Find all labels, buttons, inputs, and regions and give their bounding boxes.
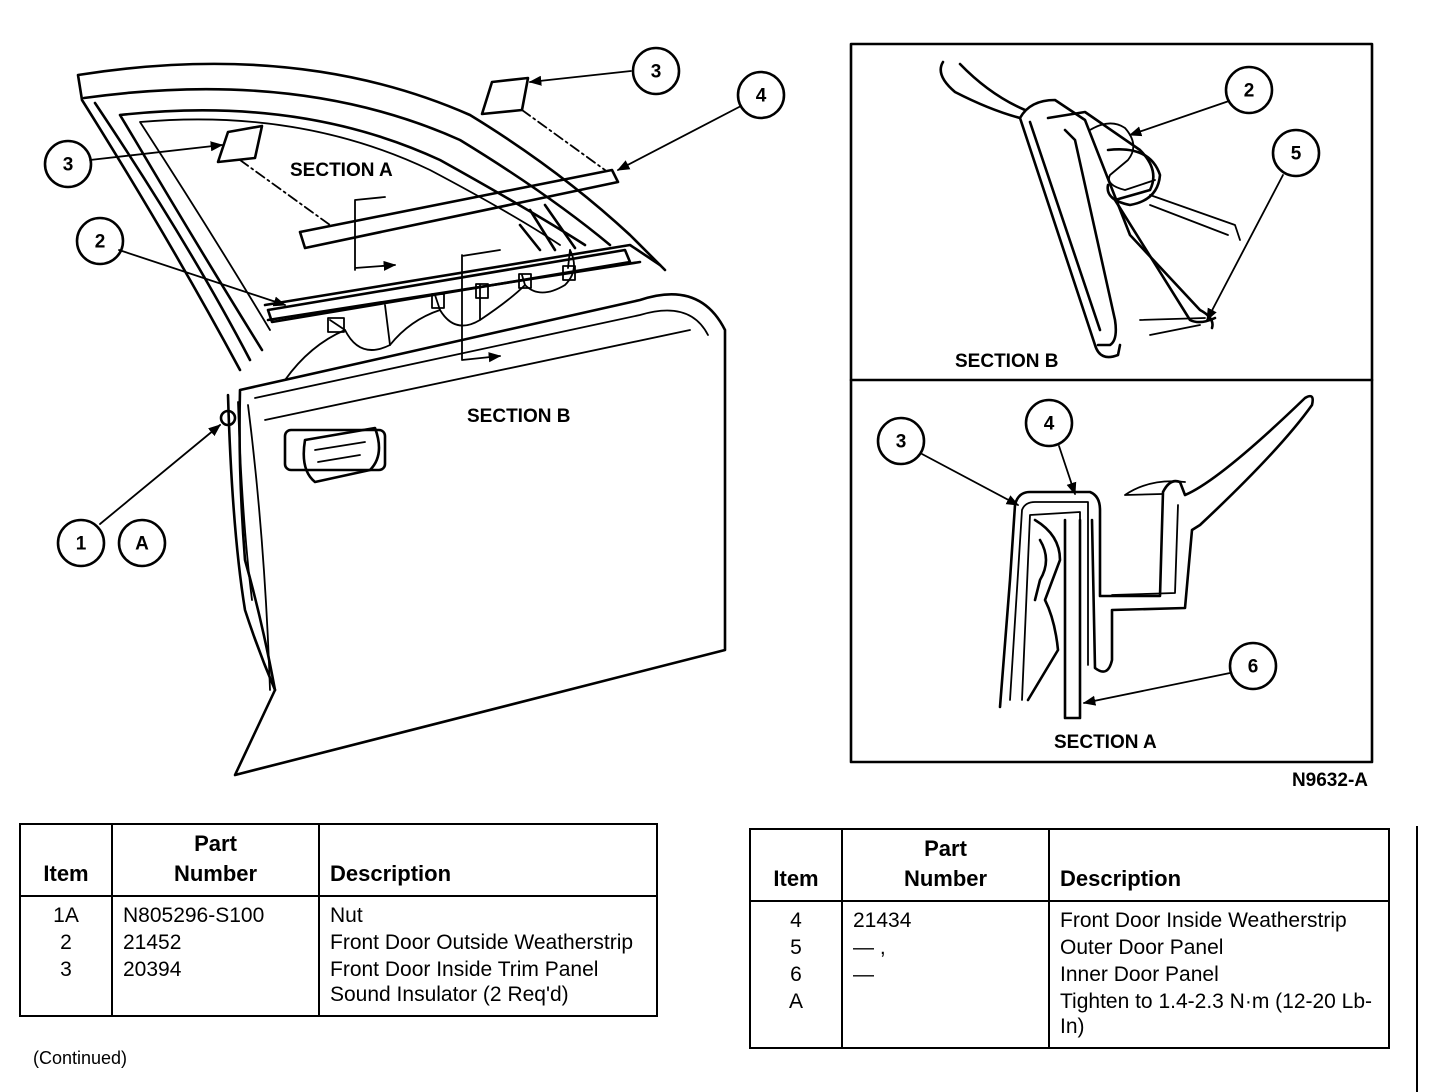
page-edge-line bbox=[1416, 826, 1418, 1092]
part-cell: 21452 bbox=[111, 929, 319, 956]
figure-reference-code: N9632-A bbox=[1292, 770, 1368, 791]
continued-note: (Continued) bbox=[33, 1048, 128, 1068]
header-description: Description bbox=[318, 824, 657, 897]
door-drawing bbox=[76, 62, 727, 777]
table-row: 2 21452 Front Door Outside Weatherstrip bbox=[20, 929, 657, 956]
svg-text:A: A bbox=[135, 534, 149, 555]
item-cell: 4 bbox=[790, 909, 802, 932]
description-cell: Front Door Outside Weatherstrip bbox=[318, 929, 657, 956]
description-cell: Tighten to 1.4-2.3 N·m (12-20 Lb-In) bbox=[1048, 988, 1389, 1048]
callout-3-top: 3 bbox=[631, 46, 681, 96]
part-cell bbox=[841, 988, 1049, 1048]
main-leader-lines bbox=[89, 70, 742, 525]
callout-1: 1 bbox=[56, 518, 106, 568]
svg-text:2: 2 bbox=[95, 232, 106, 253]
description-cell: Outer Door Panel bbox=[1048, 934, 1389, 961]
outside-weatherstrip bbox=[266, 248, 632, 324]
table-header-row: Item Part Number Description bbox=[20, 824, 657, 897]
inset-section-b-label: SECTION B bbox=[955, 351, 1058, 372]
callout-b-5: 5 bbox=[1271, 128, 1321, 178]
svg-text:3: 3 bbox=[896, 432, 907, 453]
svg-text:4: 4 bbox=[756, 86, 767, 107]
part-cell: 20394 bbox=[111, 956, 319, 1016]
sound-insulator-top bbox=[480, 76, 530, 116]
item-cell: 6 bbox=[790, 963, 802, 986]
table-header-row: Item Part Number Description bbox=[750, 829, 1389, 902]
door-weatherstrip-diagram: SECTION A SECTION B 3 4 3 2 1 A bbox=[43, 42, 1374, 791]
table-row: 1A N805296-S100 Nut bbox=[20, 896, 657, 929]
description-cell: Nut bbox=[318, 896, 657, 929]
description-cell: Front Door Inside Trim Panel Sound Insul… bbox=[318, 956, 657, 1016]
header-item: Item bbox=[750, 829, 842, 902]
svg-text:3: 3 bbox=[63, 155, 74, 176]
parts-table-left: Item Part Number Description 1A N805296-… bbox=[19, 823, 658, 1017]
item-cell: 1A bbox=[53, 904, 79, 927]
callout-3-left: 3 bbox=[43, 139, 93, 189]
table-row: A Tighten to 1.4-2.3 N·m (12-20 Lb-In) bbox=[750, 988, 1389, 1048]
svg-text:4: 4 bbox=[1044, 414, 1055, 435]
inside-weatherstrip bbox=[298, 168, 620, 250]
callout-a-6: 6 bbox=[1228, 641, 1278, 691]
callout-A: A bbox=[117, 518, 167, 568]
part-cell: N805296-S100 bbox=[111, 896, 319, 929]
svg-text:5: 5 bbox=[1291, 144, 1302, 165]
table-row: 3 20394 Front Door Inside Trim Panel Sou… bbox=[20, 956, 657, 1016]
item-cell: 5 bbox=[790, 936, 802, 959]
callout-a-4: 4 bbox=[1024, 398, 1074, 448]
svg-text:2: 2 bbox=[1244, 81, 1255, 102]
part-cell: — , bbox=[841, 934, 1049, 961]
inset-frame bbox=[849, 42, 1374, 764]
parts-table-right: Item Part Number Description 4 21434 Fro… bbox=[749, 828, 1390, 1049]
door-window-frame-outer bbox=[76, 62, 667, 372]
part-cell: — bbox=[841, 961, 1049, 988]
item-cell: A bbox=[788, 990, 803, 1013]
description-cell: Front Door Inside Weatherstrip bbox=[1048, 901, 1389, 934]
item-cell: 2 bbox=[60, 931, 72, 954]
svg-text:6: 6 bbox=[1248, 657, 1259, 678]
door-outer-panel bbox=[233, 292, 727, 777]
table-row: 4 21434 Front Door Inside Weatherstrip bbox=[750, 901, 1389, 934]
section-a-drawing bbox=[998, 394, 1314, 720]
header-description: Description bbox=[1048, 829, 1389, 902]
svg-text:1: 1 bbox=[76, 534, 87, 555]
callout-4-top: 4 bbox=[736, 70, 786, 120]
section-b-label: SECTION B bbox=[467, 406, 570, 427]
header-part-number: Part Number bbox=[841, 829, 1049, 902]
callout-b-2: 2 bbox=[1224, 65, 1274, 115]
door-window-glass-edge bbox=[118, 109, 587, 352]
door-glass-inner bbox=[139, 118, 561, 331]
part-cell: 21434 bbox=[841, 901, 1049, 934]
callout-2-left: 2 bbox=[75, 216, 125, 266]
door-handle bbox=[302, 426, 381, 484]
table-row: 5 — , Outer Door Panel bbox=[750, 934, 1389, 961]
header-item: Item bbox=[20, 824, 112, 897]
inset-section-a-label: SECTION A bbox=[1054, 732, 1157, 753]
nut bbox=[219, 409, 237, 427]
section-a-label: SECTION A bbox=[290, 160, 393, 181]
description-cell: Inner Door Panel bbox=[1048, 961, 1389, 988]
header-part-number: Part Number bbox=[111, 824, 319, 897]
section-b-drawing bbox=[939, 60, 1241, 359]
callout-a-3: 3 bbox=[876, 416, 926, 466]
sound-insulator-left bbox=[216, 124, 264, 164]
door-handle-bezel bbox=[283, 428, 387, 472]
table-row: 6 — Inner Door Panel bbox=[750, 961, 1389, 988]
item-cell: 3 bbox=[60, 958, 72, 981]
svg-text:3: 3 bbox=[651, 62, 662, 83]
door-window-frame-middle bbox=[82, 87, 612, 362]
